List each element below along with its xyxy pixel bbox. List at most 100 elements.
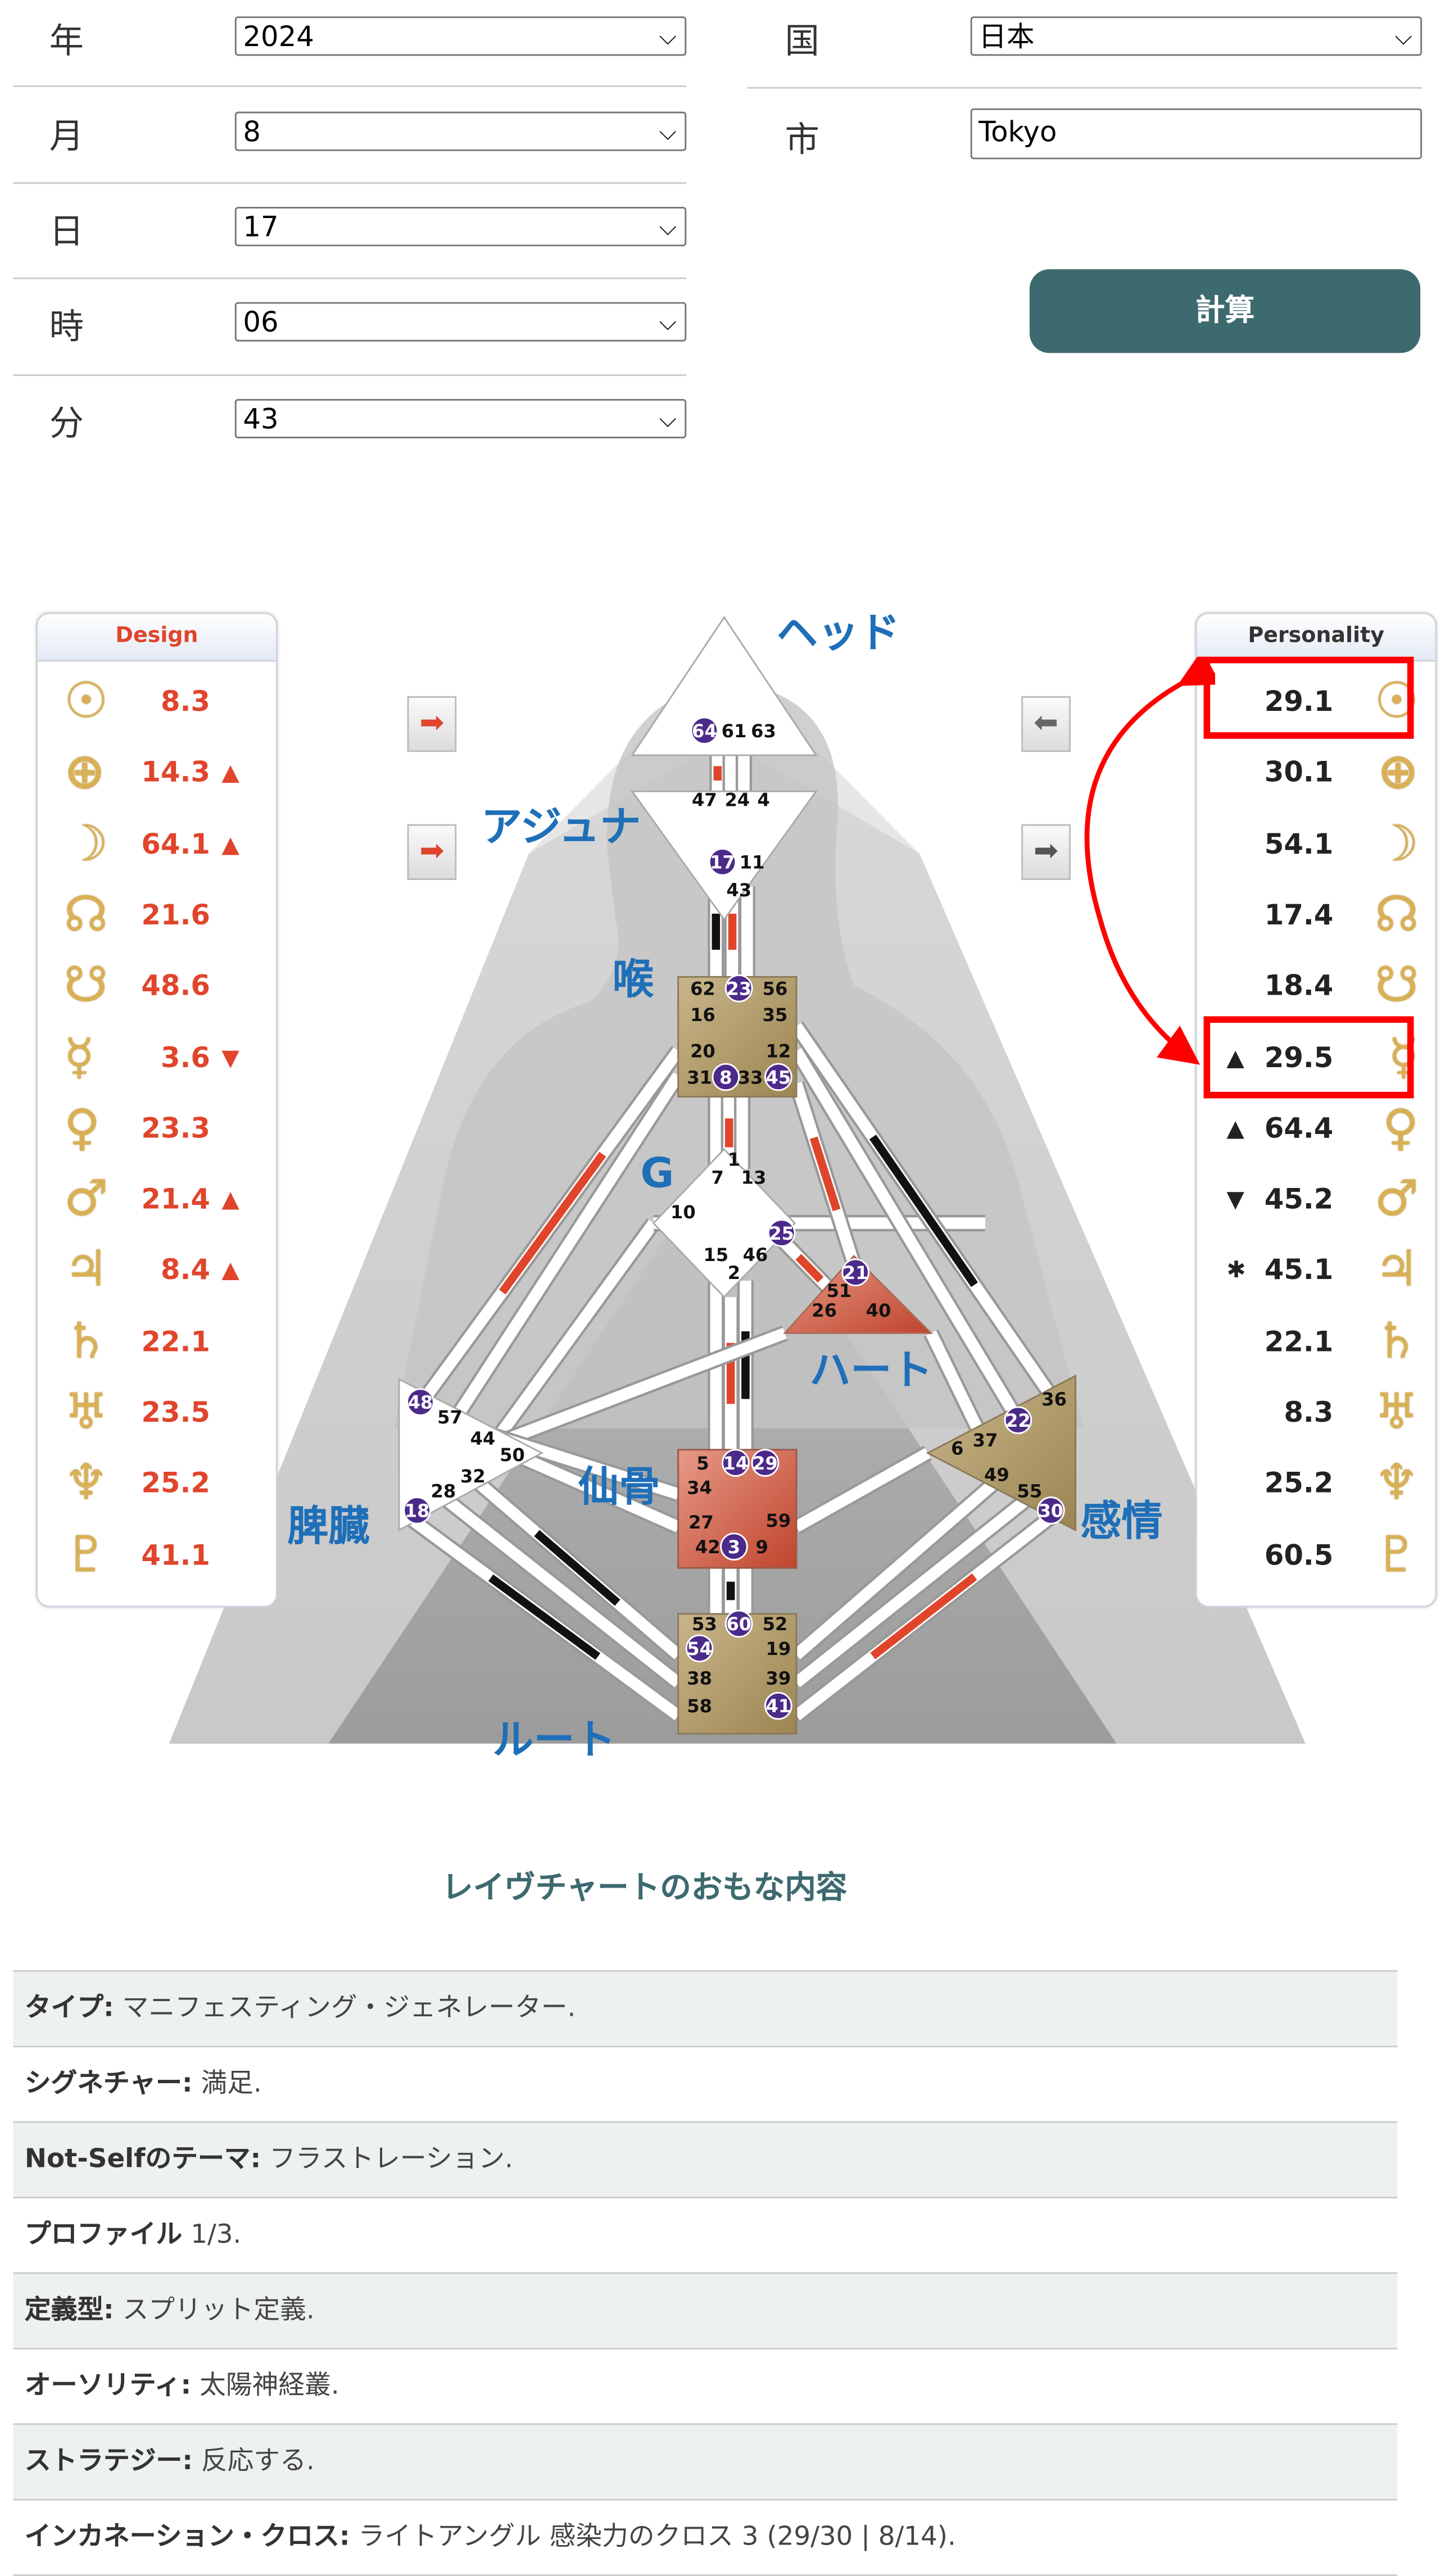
planet-row-pluto: ♇41.1 — [38, 1523, 276, 1589]
country-select[interactable]: 日本⌵ — [970, 16, 1423, 56]
mercury-icon: ☿ — [64, 1028, 94, 1086]
divider — [13, 85, 687, 87]
spleen-label: 脾臓 — [287, 1502, 370, 1550]
arrow-right-icon[interactable]: ➡ — [407, 696, 457, 752]
spleen-center — [398, 1377, 544, 1532]
day-select[interactable]: 17⌵ — [234, 207, 687, 247]
hour-label: 時 — [49, 307, 84, 347]
gate-31: 31 — [687, 1067, 712, 1088]
gate-61: 61 — [722, 720, 747, 742]
gate-30: 30 — [1038, 1500, 1063, 1522]
sacral-label: 仙骨 — [578, 1463, 660, 1511]
saturn-icon: ♄ — [1374, 1313, 1419, 1371]
planet-value: 21.4 — [141, 1183, 210, 1217]
planet-row-neptune: ♆ 25.2 — [1197, 1452, 1435, 1518]
gate-29: 29 — [753, 1453, 778, 1474]
calculate-button[interactable]: 計算 — [1029, 269, 1421, 353]
summary-label: ストラテジー: — [24, 2445, 193, 2476]
saturn-icon: ♄ — [64, 1313, 108, 1371]
hour-value: 06 — [243, 307, 279, 340]
channel-activation — [870, 1573, 977, 1659]
planet-row-south-node: ☋18.4 — [1197, 954, 1435, 1020]
summary-row: 定義型: スプリット定義. — [13, 2272, 1398, 2348]
summary-value: 満足. — [201, 2067, 262, 2098]
arrow-right-icon[interactable]: ➡ — [1021, 824, 1071, 880]
planet-row-neptune: ♆ 25.2 — [38, 1452, 276, 1518]
planet-row-south-node: ☋48.6 — [38, 954, 276, 1020]
north-node-icon: ☊ — [64, 886, 108, 944]
year-select[interactable]: 2024⌵ — [234, 16, 687, 56]
gate-13: 13 — [741, 1167, 767, 1188]
ajna-label: アジュナ — [481, 802, 641, 851]
gate-22: 22 — [1005, 1410, 1031, 1431]
highlight-box-mercury — [1203, 1016, 1414, 1099]
gate-47: 47 — [692, 790, 717, 811]
direction-marker: ✱ — [1226, 1258, 1246, 1285]
gate-45: 45 — [765, 1067, 791, 1088]
chevron-down-icon: ⌵ — [659, 24, 677, 51]
hour-select[interactable]: 06⌵ — [234, 302, 687, 342]
gate-39: 39 — [765, 1668, 791, 1689]
channel-activation — [488, 1574, 601, 1660]
planet-row-north-node: ☊17.4 — [1197, 883, 1435, 949]
gate-28: 28 — [431, 1480, 456, 1502]
gate-56: 56 — [763, 978, 788, 999]
summary-value: 太陽神経叢. — [200, 2369, 339, 2401]
planet-value: 25.2 — [141, 1468, 210, 1502]
south-node-icon: ☋ — [1375, 957, 1419, 1015]
gate-24: 24 — [724, 790, 750, 811]
direction-marker: ▲ — [221, 760, 239, 787]
summary-label: インカネーション・クロス: — [24, 2520, 350, 2552]
channel-activation — [795, 1254, 824, 1283]
direction-marker: ▲ — [1226, 1116, 1244, 1142]
gate-55: 55 — [1017, 1480, 1042, 1502]
arrow-right-icon[interactable]: ➡ — [407, 824, 457, 880]
planet-value: 25.2 — [1264, 1468, 1334, 1502]
summary-label: タイプ: — [24, 1991, 114, 2023]
gate-58: 58 — [687, 1695, 712, 1717]
gate-26: 26 — [812, 1300, 837, 1321]
gate-46: 46 — [743, 1244, 768, 1266]
planet-value: 29.5 — [1264, 1041, 1334, 1075]
summary-row: プロファイル 1/3. — [13, 2197, 1398, 2272]
planet-row-sun: ☉8.3 — [38, 670, 276, 736]
gate-57: 57 — [437, 1407, 463, 1428]
summary-value: スプリット定義. — [122, 2293, 315, 2325]
planet-row-venus: ♀64.4▲ — [1197, 1096, 1435, 1162]
planet-value: 22.1 — [1264, 1326, 1334, 1359]
neptune-icon: ♆ — [64, 1455, 108, 1513]
personality-title: Personality — [1197, 614, 1435, 662]
gate-7: 7 — [712, 1167, 724, 1188]
gate-44: 44 — [470, 1428, 496, 1449]
neptune-icon: ♆ — [1374, 1455, 1419, 1513]
root-label: ルート — [492, 1716, 616, 1763]
city-input[interactable]: Tokyo — [970, 108, 1423, 160]
venus-icon: ♀ — [64, 1099, 101, 1158]
arrow-left-icon[interactable]: ⬅ — [1021, 696, 1071, 752]
summary-row: インカネーション・クロス: ライトアングル 感染力のクロス 3 (29/30 |… — [13, 2498, 1398, 2574]
gate-active-marker — [1036, 1496, 1065, 1525]
gate-19: 19 — [765, 1638, 791, 1659]
summary-row: シグネチャー: 満足. — [13, 2046, 1398, 2121]
gate-active-marker — [724, 974, 753, 1003]
minute-select[interactable]: 43⌵ — [234, 398, 687, 439]
gate-62: 62 — [690, 978, 715, 999]
planet-row-saturn: ♄ 22.1 — [1197, 1310, 1435, 1376]
gate-27: 27 — [688, 1512, 714, 1533]
summary-value: 1/3. — [191, 2218, 242, 2250]
solar-plexus-label: 感情 — [1080, 1497, 1163, 1545]
g-label: G — [640, 1149, 674, 1197]
divider — [13, 182, 687, 184]
gate-48: 48 — [408, 1392, 433, 1413]
planet-value: 64.4 — [1264, 1113, 1334, 1146]
gate-43: 43 — [726, 879, 751, 901]
heart-label: ハート — [809, 1346, 933, 1394]
channel — [488, 1219, 659, 1449]
summary-label: Not-Selfのテーマ: — [24, 2142, 261, 2174]
divider — [13, 374, 687, 377]
direction-marker: ▼ — [1226, 1187, 1244, 1214]
summary-value: フラストレーション. — [269, 2142, 513, 2174]
month-select[interactable]: 8⌵ — [234, 111, 687, 151]
